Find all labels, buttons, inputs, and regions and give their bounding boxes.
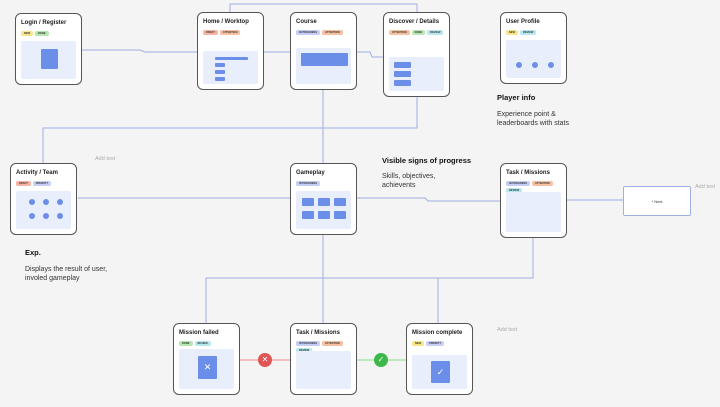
card-title: Login / Register	[21, 20, 67, 26]
screen-preview	[506, 40, 561, 78]
screen-preview	[296, 191, 351, 229]
screen-preview	[21, 41, 76, 79]
card-title: Home / Worktop	[203, 19, 249, 25]
tag: REVIEW	[427, 29, 444, 35]
connector	[323, 277, 439, 323]
screen-preview: ✕	[179, 349, 234, 389]
connector	[205, 235, 324, 323]
next-box[interactable]: * Next	[623, 186, 691, 216]
tag: PRIORITY	[32, 180, 52, 186]
tag: IN PROGRESS	[506, 180, 531, 186]
tag: ATTENTION	[389, 29, 410, 35]
card-title: Mission failed	[179, 330, 219, 336]
tag: DONE	[179, 340, 193, 346]
card-title: Task / Missions	[506, 170, 550, 176]
connector	[81, 49, 197, 53]
connector	[229, 3, 418, 12]
tag: REVIEW	[520, 29, 537, 35]
tag: REVIEW	[296, 347, 313, 353]
connector	[357, 197, 500, 202]
tag: IN PROGRESS	[296, 180, 321, 186]
tag: DRAFT	[16, 180, 31, 186]
card-title: Discover / Details	[389, 19, 440, 25]
screen-preview	[296, 351, 351, 389]
screen-preview: ✓	[412, 355, 467, 389]
form-icon	[41, 49, 58, 69]
card-title: Gameplay	[296, 170, 325, 176]
screen-preview	[296, 48, 351, 84]
check-icon: ✓	[431, 361, 450, 383]
screen-preview	[16, 191, 71, 229]
add-text[interactable]: Add text	[695, 184, 716, 190]
card-title: User Profile	[506, 19, 540, 25]
tag: IN PROGRESS	[296, 29, 321, 35]
tag: DONE	[35, 30, 49, 36]
tag: ATTENTION	[322, 340, 343, 346]
card-gameplay[interactable]: Gameplay IN PROGRESS	[290, 163, 357, 235]
screen-preview	[506, 192, 561, 232]
card-title: Mission complete	[412, 330, 463, 336]
connector	[357, 51, 383, 58]
tag: IN PROGRESS	[296, 340, 321, 346]
note-exp: Exp.Displays the result of user, involed…	[25, 248, 108, 282]
tag: PRIORITY	[426, 340, 445, 346]
tag: NEW	[506, 29, 519, 35]
add-text[interactable]: Add text	[95, 156, 116, 162]
connector	[42, 97, 418, 163]
tag: REVIEW	[194, 340, 211, 346]
tag: DRAFT	[203, 29, 218, 35]
tag: DONE	[411, 29, 426, 35]
screen-preview	[203, 51, 258, 84]
screen-preview	[389, 57, 444, 91]
card-title: Course	[296, 19, 317, 25]
check-circle-icon: ✓	[374, 353, 388, 367]
add-text[interactable]: Add text	[497, 327, 518, 333]
card-title: Activity / Team	[16, 170, 58, 176]
tag: ATTENTION	[322, 29, 343, 35]
tag: REVIEW	[506, 187, 523, 193]
connector	[438, 238, 534, 279]
tag: ATTENTION	[219, 29, 241, 35]
tag: NEW	[21, 30, 34, 36]
card-title: Task / Missions	[296, 330, 340, 336]
tag: ATTENTION	[532, 180, 553, 186]
x-icon: ✕	[198, 356, 217, 379]
tag: NEW	[412, 340, 425, 346]
x-circle-icon: ✕	[258, 353, 272, 367]
